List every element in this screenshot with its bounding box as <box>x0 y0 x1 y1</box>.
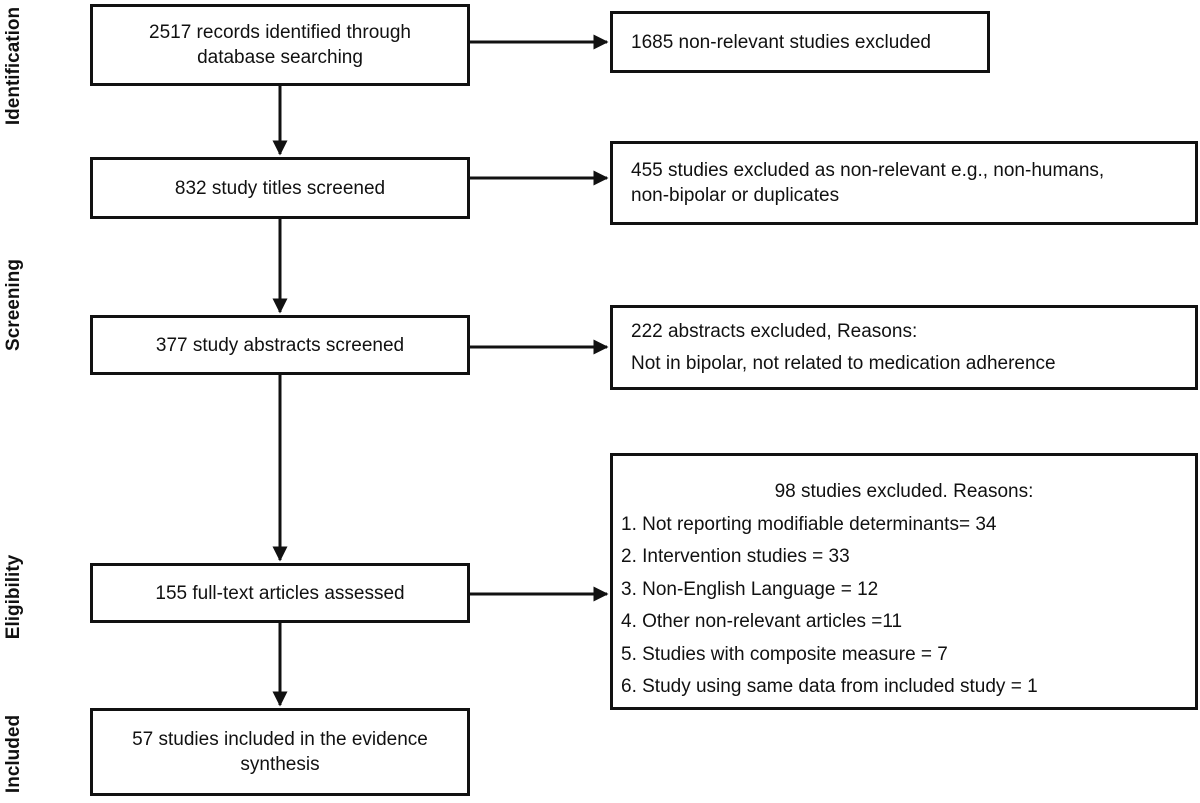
fulltext-reason-item: 5. Studies with composite measure = 7 <box>621 643 948 665</box>
included-line-1: 57 studies included in the evidence <box>132 729 428 750</box>
fulltext-assessed-text: 155 full-text articles assessed <box>155 582 405 604</box>
abstracts-excluded-reason: Not in bipolar, not related to medicatio… <box>631 352 1056 374</box>
fulltext-excluded-heading: 98 studies excluded. Reasons: <box>774 481 1034 502</box>
fulltext-reason-item: 6. Study using same data from included s… <box>621 676 1038 697</box>
records-identified-line-2: database searching <box>197 47 363 68</box>
fulltext-reason-item: 2. Intervention studies = 33 <box>621 546 850 567</box>
records-identified-box: 2517 records identified through database… <box>90 4 470 86</box>
titles-excluded-line-2: non-bipolar or duplicates <box>631 185 840 206</box>
included-line-2: synthesis <box>240 754 320 775</box>
abstracts-screened-text: 377 study abstracts screened <box>155 334 405 356</box>
nonrelevant-excluded-text: 1685 non-relevant studies excluded <box>631 31 931 53</box>
abstracts-screened-box: 377 study abstracts screened <box>90 315 470 375</box>
fulltext-excluded-box: 98 studies excluded. Reasons: 1. Not rep… <box>610 453 1198 710</box>
titles-screened-box: 832 study titles screened <box>90 157 470 219</box>
abstracts-excluded-box: 222 abstracts excluded, Reasons: Not in … <box>610 305 1198 390</box>
fulltext-reason-item: 1. Not reporting modifiable determinants… <box>621 513 997 535</box>
fulltext-reason-item: 4. Other non-relevant articles =11 <box>621 611 903 632</box>
titles-excluded-line-1: 455 studies excluded as non-relevant e.g… <box>631 160 1105 181</box>
titles-screened-text: 832 study titles screened <box>174 177 386 199</box>
records-identified-line-1: 2517 records identified through <box>149 22 411 43</box>
abstracts-excluded-heading: 222 abstracts excluded, Reasons: <box>631 320 918 342</box>
included-box: 57 studies included in the evidence synt… <box>90 708 470 796</box>
nonrelevant-excluded-box: 1685 non-relevant studies excluded <box>610 11 990 73</box>
titles-excluded-box: 455 studies excluded as non-relevant e.g… <box>610 141 1198 225</box>
fulltext-reason-item: 3. Non-English Language = 12 <box>621 578 879 600</box>
fulltext-assessed-box: 155 full-text articles assessed <box>90 563 470 623</box>
